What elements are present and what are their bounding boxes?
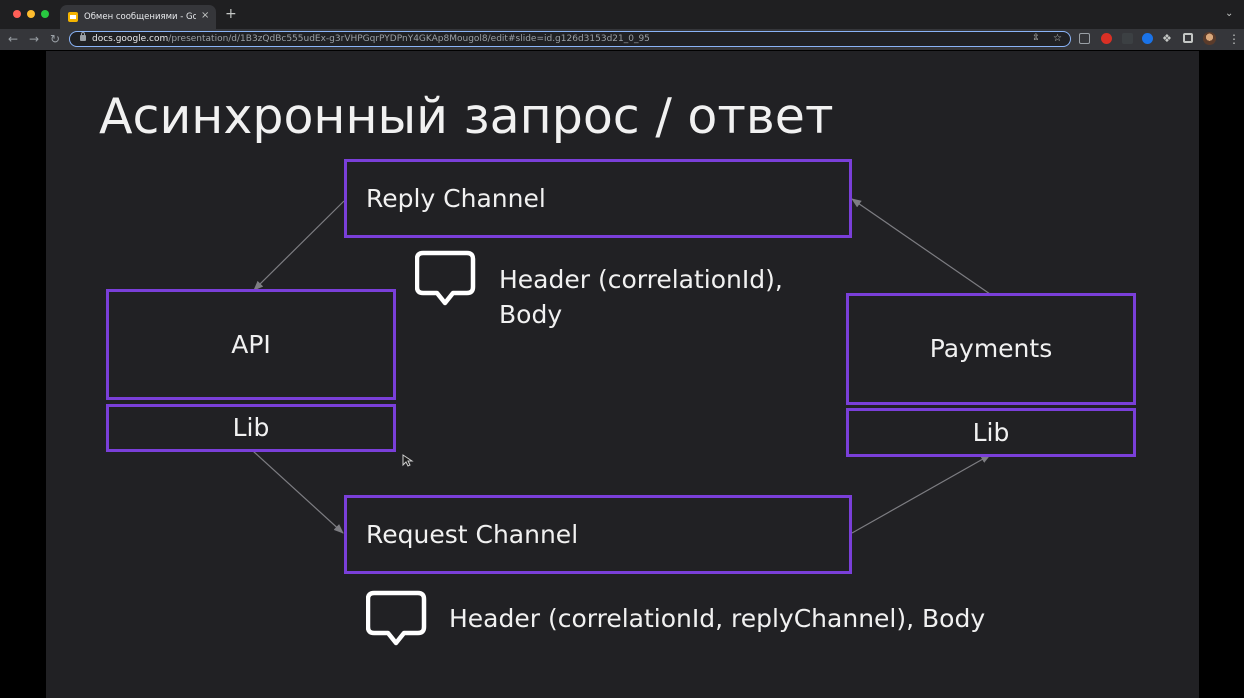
address-bar[interactable]: docs.google.com/presentation/d/1B3zQdBc5… [69,31,1071,47]
dark-extension-icon[interactable] [1122,33,1133,44]
tab-strip: Обмен сообщениями - Google Slides × + ⌄ [0,0,1244,29]
slide-title: Асинхронный запрос / ответ [99,88,834,145]
request-channel-box: Request Channel [344,495,852,574]
payments-box: Payments [846,293,1136,405]
reply-channel-label: Reply Channel [366,183,546,213]
arrow-payments-to-reply [851,198,991,295]
close-window-button[interactable] [13,10,21,18]
browser-menu-icon[interactable]: ⋮ [1228,32,1240,46]
share-icon[interactable]: ⇫ [1032,33,1040,43]
arrow-lib-to-request [252,450,344,534]
reload-icon[interactable]: ↻ [50,32,61,46]
api-lib-box: Lib [106,404,396,452]
profile-avatar[interactable] [1203,32,1216,45]
arrow-reply-to-api [253,200,345,291]
url-text[interactable]: docs.google.com/presentation/d/1B3zQdBc5… [92,34,650,44]
tab-close-icon[interactable]: × [201,10,210,21]
api-label: API [231,329,271,359]
lock-icon[interactable] [80,32,86,41]
minimize-window-button[interactable] [27,10,35,18]
bookmark-star-icon[interactable]: ☆ [1053,33,1062,44]
api-box: API [106,289,396,400]
message-bubble-icon [366,590,427,646]
blue-extension-icon[interactable] [1142,33,1153,44]
slides-favicon-icon [68,12,78,22]
tab-search-chevron-icon[interactable]: ⌄ [1225,8,1234,19]
request-channel-label: Request Channel [366,519,579,549]
payments-label: Payments [929,334,1053,363]
payments-lib-label: Lib [972,417,1010,447]
new-tab-button[interactable]: + [225,6,237,22]
back-arrow-icon[interactable]: ← [8,32,19,46]
payments-lib-box: Lib [846,408,1136,457]
message-bubble-icon [415,250,476,306]
arrow-request-to-payments-lib [851,454,991,534]
maximize-window-button[interactable] [41,10,49,18]
request-message-caption: Header (correlationId, replyChannel), Bo… [449,604,986,633]
tab-title: Обмен сообщениями - Google Slides [84,12,196,22]
side-panel-icon[interactable] [1183,33,1193,43]
connector-arrows [252,198,991,534]
browser-tab[interactable]: Обмен сообщениями - Google Slides × [60,5,216,29]
api-lib-label: Lib [232,413,270,442]
extensions-puzzle-icon[interactable]: ❖ [1162,32,1172,45]
forward-arrow-icon[interactable]: → [29,32,40,46]
presentation-slide[interactable]: Асинхронный запрос / ответ Reply Channel… [46,51,1199,698]
translate-extension-icon[interactable] [1079,33,1090,44]
reply-channel-box: Reply Channel [344,159,852,238]
reply-message-caption: Header (correlationId), Body [499,265,783,329]
browser-toolbar: ← → ↻ docs.google.com/presentation/d/1B3… [0,29,1244,50]
red-extension-icon[interactable] [1101,33,1112,44]
mouse-pointer-icon [402,454,414,467]
